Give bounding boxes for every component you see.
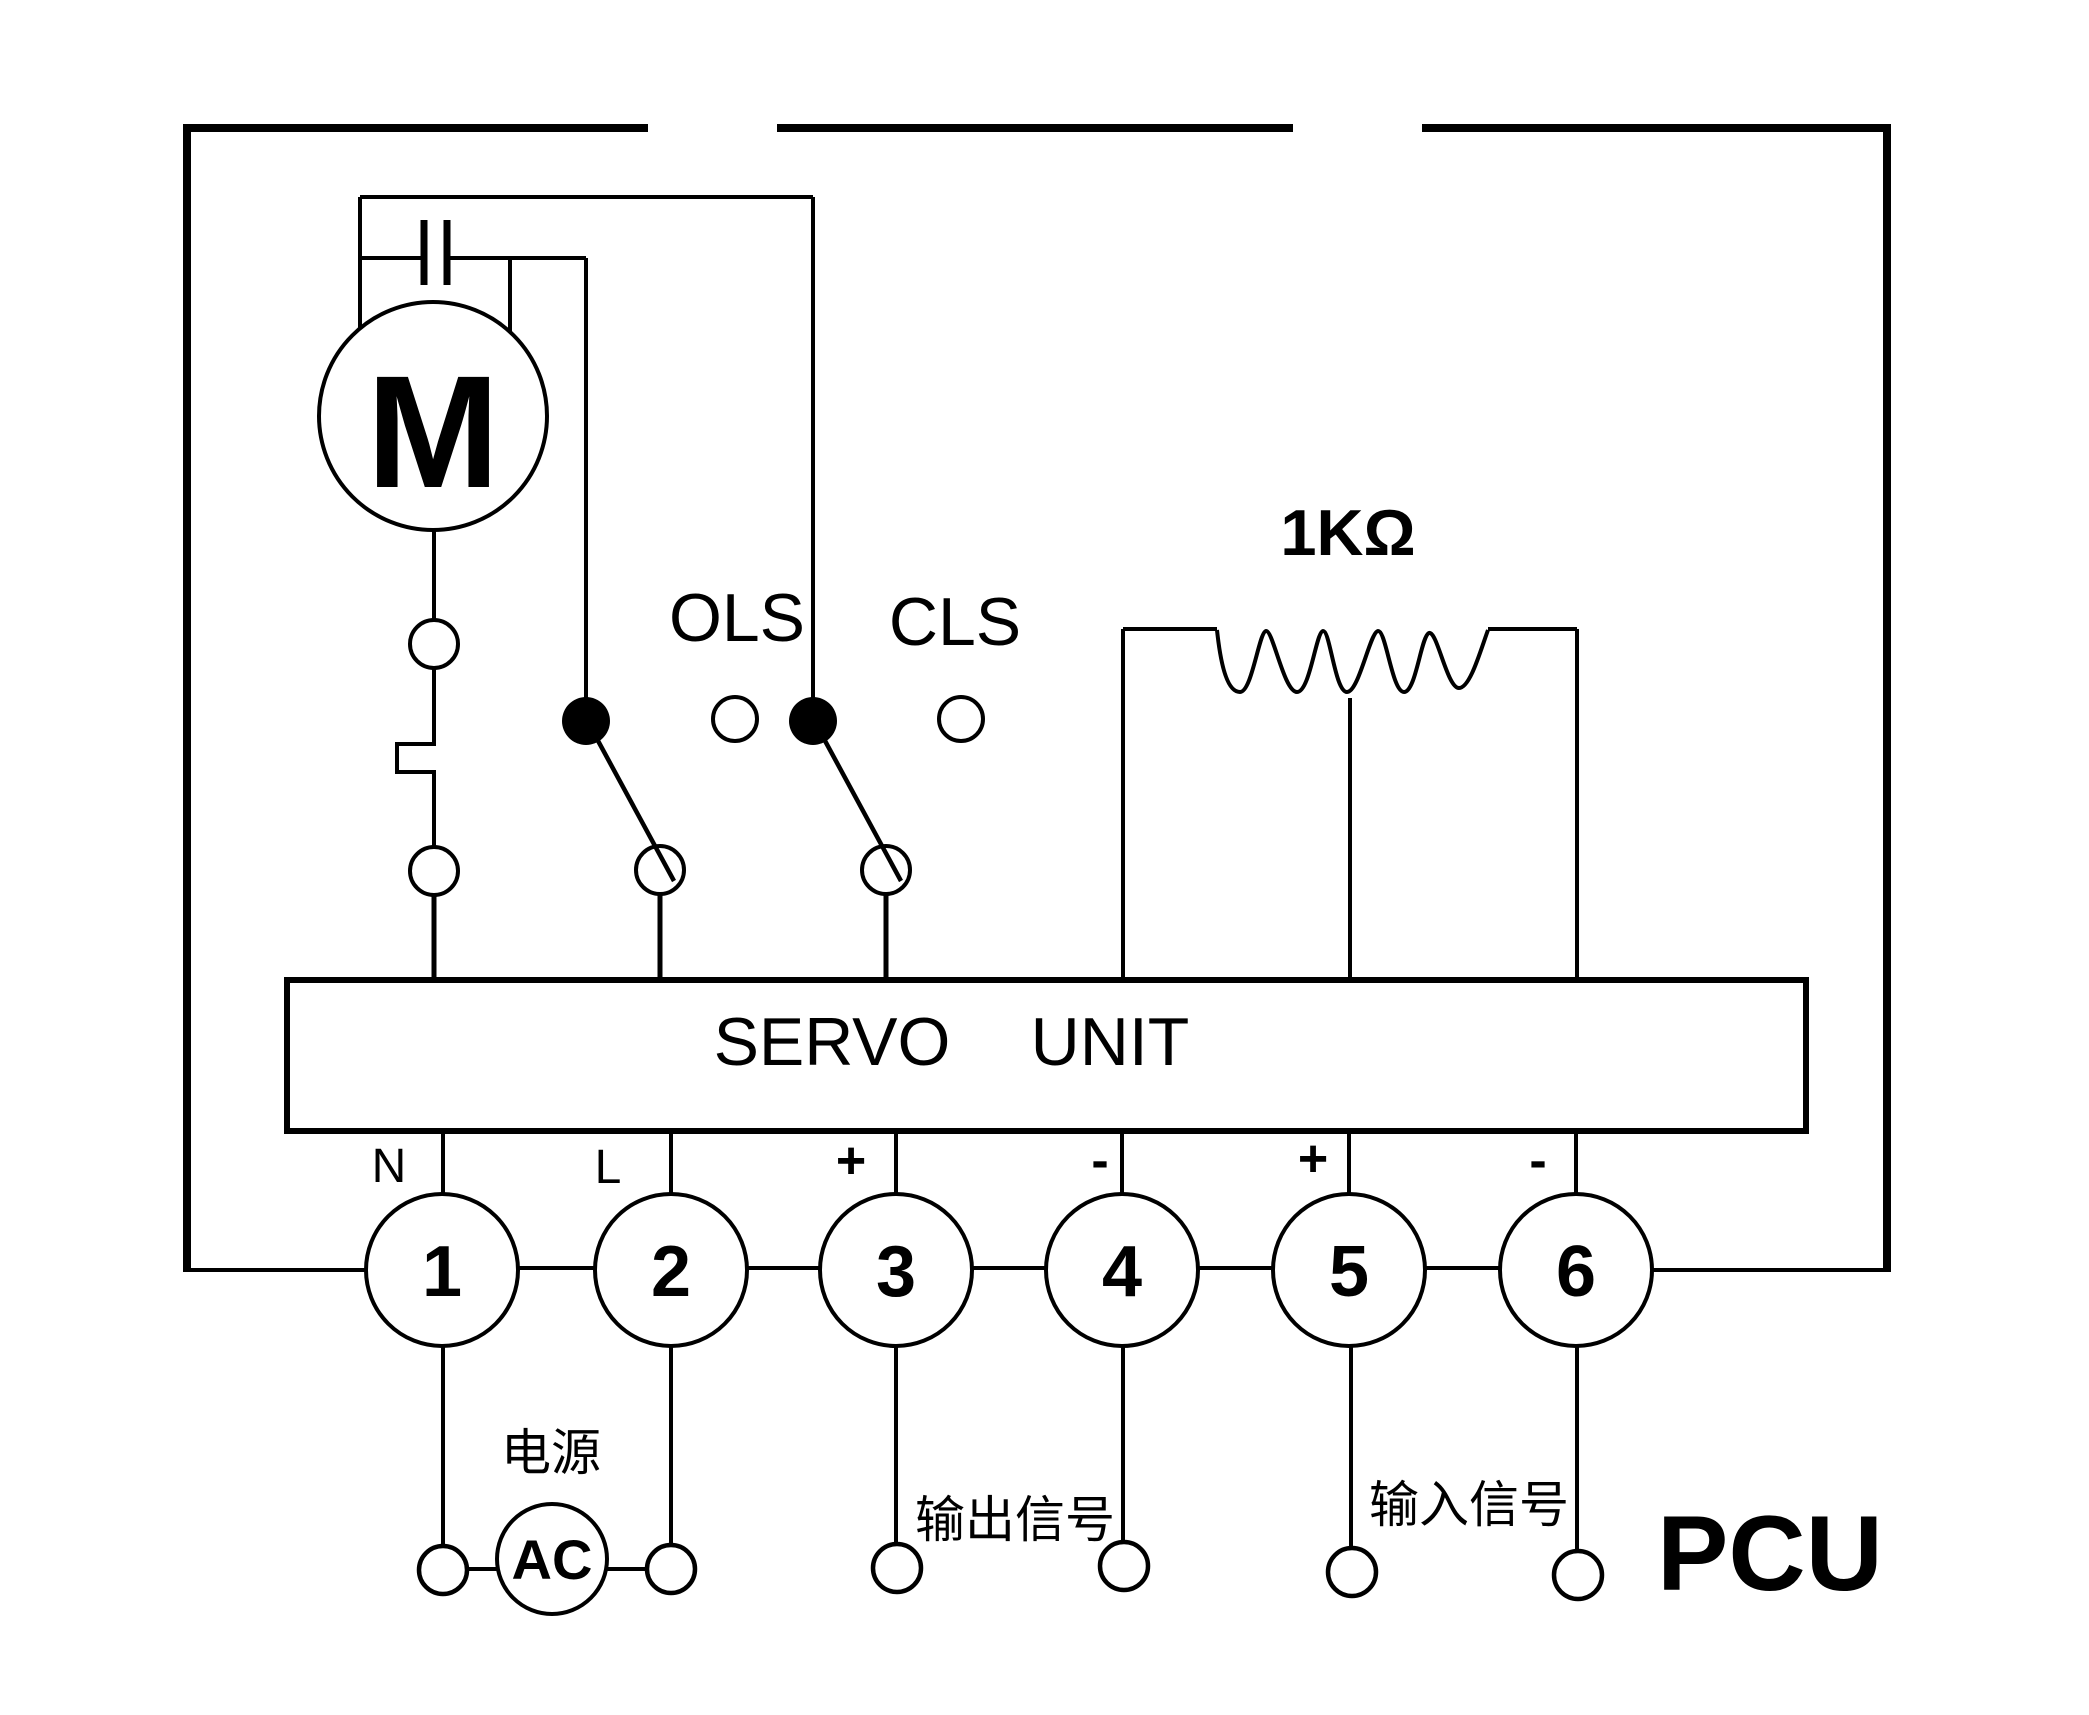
external-terminal: [1551, 1548, 1605, 1602]
terminal-polarity-label: L: [595, 1141, 622, 1194]
terminal-circle: [1271, 1192, 1427, 1348]
cls-arm-terminal: [860, 844, 912, 896]
ols-label: OLS: [669, 580, 805, 656]
resistor: 1KΩ: [1123, 496, 1577, 695]
external-terminal: [416, 1543, 470, 1597]
wiring: [185, 195, 1889, 1571]
enclosure-border: [183, 124, 1891, 1272]
terminal-number: 1: [422, 1232, 462, 1312]
motor-branch-contact-lower: [408, 845, 460, 897]
cls-switch: CLS: [789, 584, 1021, 896]
power-label: 电源: [501, 1425, 601, 1481]
motor-circle: [317, 300, 549, 532]
terminal-number: 2: [651, 1232, 691, 1312]
terminal-polarity-label: -: [1091, 1132, 1108, 1190]
servo-unit-label-servo: SERVO: [714, 1004, 951, 1080]
motor-branch-contact-upper: [408, 618, 460, 670]
cls-open-contact: [937, 695, 985, 743]
external-terminal: [870, 1541, 924, 1595]
capacitor: [420, 220, 451, 285]
pcu-label: PCU: [1657, 1493, 1883, 1613]
terminal-6: - 6: [1498, 1132, 1654, 1348]
ols-switch: OLS: [562, 580, 805, 896]
servo-unit: SERVO UNIT: [284, 977, 1809, 1134]
terminal-number: 4: [1102, 1232, 1142, 1312]
cls-arm: [815, 724, 903, 883]
terminal-circle: [1498, 1192, 1654, 1348]
ols-arm-terminal: [634, 844, 686, 896]
terminal-number: 5: [1329, 1232, 1369, 1312]
terminal-circle: [1044, 1192, 1200, 1348]
motor-branch-contacts: [408, 618, 460, 897]
terminal-polarity-label: -: [1529, 1132, 1546, 1190]
external-terminal: [1325, 1545, 1379, 1599]
terminal-circle: [593, 1192, 749, 1348]
servo-unit-label-unit: UNIT: [1031, 1004, 1190, 1080]
input-signal-label: 输入信号: [1369, 1477, 1569, 1533]
resistor-label: 1KΩ: [1280, 496, 1415, 569]
power-source: 电源 AC: [495, 1425, 609, 1616]
external-terminals: [416, 1539, 1605, 1602]
terminal-5: + 5: [1271, 1130, 1427, 1348]
motor: M: [317, 300, 549, 532]
terminal-number: 3: [876, 1232, 916, 1312]
resistor-squiggle: [1215, 628, 1490, 695]
terminal-circle: [818, 1192, 974, 1348]
cls-common-contact: [789, 697, 837, 745]
ac-label: AC: [512, 1528, 593, 1591]
terminal-circle: [364, 1192, 520, 1348]
terminal-number: 6: [1556, 1232, 1596, 1312]
cls-label: CLS: [889, 584, 1021, 660]
external-terminal: [1097, 1539, 1151, 1593]
ols-common-contact: [562, 697, 610, 745]
servo-unit-box: [284, 977, 1809, 1134]
wire-jog: [395, 666, 436, 849]
motor-label: M: [366, 342, 499, 521]
output-signal-label: 输出信号: [915, 1492, 1115, 1548]
terminal-3: + 3: [818, 1132, 974, 1348]
terminal-polarity-label: +: [836, 1132, 866, 1190]
terminal-4: - 4: [1044, 1132, 1200, 1348]
terminal-1: N 1: [364, 1140, 520, 1348]
ols-arm: [588, 724, 676, 883]
terminal-polarity-label: N: [372, 1140, 407, 1193]
terminal-2: L 2: [593, 1141, 749, 1348]
external-terminal: [644, 1542, 698, 1596]
terminal-polarity-label: +: [1298, 1130, 1328, 1188]
ols-open-contact: [711, 695, 759, 743]
ac-circle: [495, 1502, 609, 1616]
